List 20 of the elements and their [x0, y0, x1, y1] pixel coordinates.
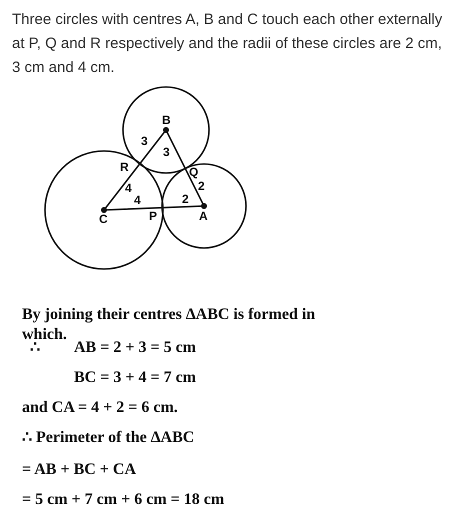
length-label: 4 — [134, 194, 141, 207]
length-label: 3 — [163, 146, 170, 159]
point-label: B — [162, 114, 171, 127]
equation-line: = AB + BC + CA — [22, 460, 136, 480]
therefore-symbol: ∴ — [30, 339, 40, 358]
point-label: P — [149, 210, 158, 223]
equation-line: = 5 cm + 7 cm + 6 cm = 18 cm — [22, 490, 224, 510]
length-label: 2 — [182, 193, 189, 206]
equation-line: AB = 2 + 3 = 5 cm — [74, 338, 196, 358]
solution-text: ∴ Perimeter of the ∆ABC — [22, 428, 194, 448]
length-label: 4 — [125, 182, 132, 195]
point-label: R — [120, 161, 129, 174]
point-label: A — [199, 210, 208, 223]
text-paragraph: Three circles with centres A, B and C touch each other externally at P, Q and R respectively and the radii of these circles are 2 cm, 3 cm and 4 cm. — [12, 10, 444, 78]
point-label: Q — [189, 166, 198, 179]
length-label: 3 — [141, 135, 148, 148]
equation-line: and CA = 4 + 2 = 6 cm. — [22, 398, 178, 418]
equation-line: BC = 3 + 4 = 7 cm — [74, 368, 196, 388]
point-label: C — [99, 213, 108, 226]
length-label: 2 — [198, 180, 205, 193]
